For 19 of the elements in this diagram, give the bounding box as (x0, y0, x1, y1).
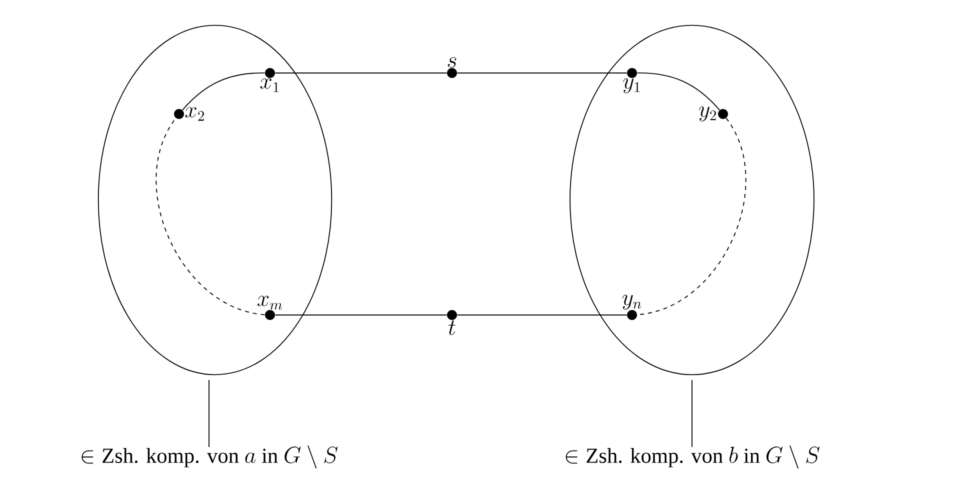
point-label: $x_2$ (185, 107, 204, 121)
point-label: $s$ (448, 57, 456, 68)
component-ellipse (98, 24, 332, 376)
path-edge (636, 72, 720, 110)
point-label: $y_1$ (623, 78, 640, 94)
path-edge (274, 314, 448, 316)
caption-text: $\in \text{Zsh. komp. von } b \text{ in } G \setminus S$ (566, 445, 820, 469)
path-edge (456, 72, 628, 74)
path-edge (274, 72, 448, 74)
path-edge (156, 118, 266, 316)
point-label: $y_n$ (622, 294, 642, 310)
point-label: $x_1$ (260, 78, 279, 92)
caption-text: $\in \text{Zsh. komp. von } a \text{ in } G \setminus S$ (82, 445, 338, 469)
point-label: $x_m$ (258, 296, 282, 310)
path-edge (456, 314, 628, 316)
point-label: $t$ (448, 320, 456, 335)
point-label: $y_2$ (699, 106, 716, 122)
component-ellipse (570, 24, 814, 376)
path-edge (182, 72, 266, 110)
